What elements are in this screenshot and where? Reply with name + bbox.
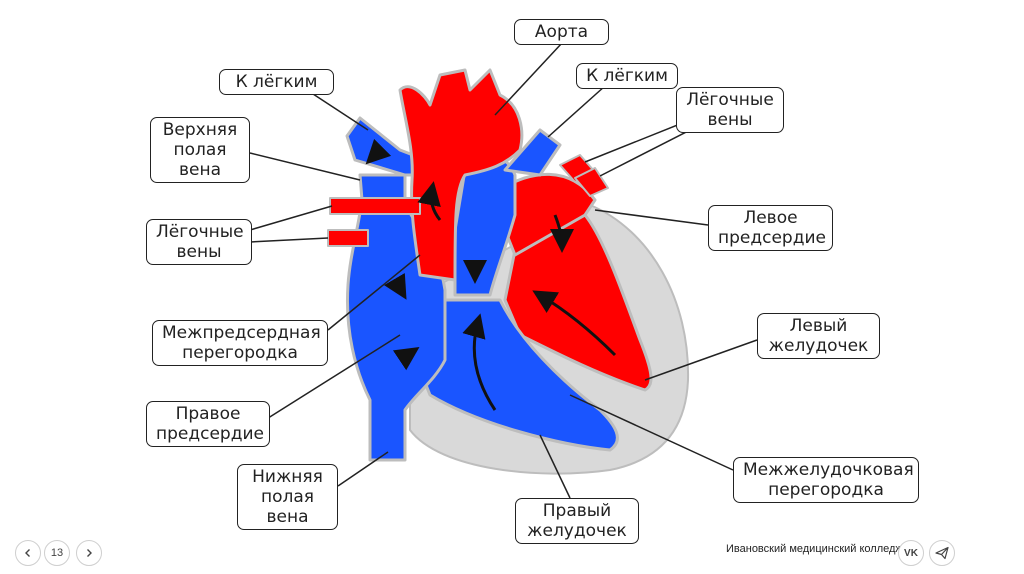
label-pulmonary-veins-right: Лёгочные вены — [676, 87, 784, 133]
prev-slide-button[interactable] — [15, 540, 41, 566]
leader-svc — [249, 152, 361, 181]
label-to-lungs-left: К лёгким — [219, 69, 334, 95]
telegram-share-button[interactable] — [929, 540, 955, 566]
pulmonary-vein-left-upper — [329, 197, 421, 215]
leader-to-lungs-left — [309, 91, 369, 131]
label-inferior-vena-cava: Нижняя полая вена — [237, 464, 338, 530]
leader-pulm-veins-left-1 — [249, 205, 333, 231]
vk-share-button[interactable]: VK — [898, 540, 924, 566]
flow-arrow-left-ventricle — [532, 290, 617, 357]
label-left-atrium: Левое предсердие — [708, 205, 833, 251]
label-to-lungs-right: К лёгким — [576, 63, 678, 89]
leader-interventricular — [569, 394, 734, 471]
label-right-ventricle: Правый желудочек — [515, 498, 639, 544]
leader-right-ventricle — [539, 434, 571, 499]
leader-to-lungs-right — [547, 85, 606, 138]
page-number: 13 — [44, 540, 70, 566]
leader-left-ventricle — [644, 339, 758, 381]
pulmonary-vein-right-lower — [574, 167, 609, 197]
label-interatrial-septum: Межпредсердная перегородка — [152, 320, 328, 366]
flow-arrow-right-atrium — [384, 272, 407, 300]
pulmonary-vein-left-lower — [327, 229, 369, 247]
leader-right-atrium — [264, 334, 401, 421]
leader-pulm-veins-right-2 — [599, 124, 701, 177]
label-interventricular-septum: Межжелудочковая перегородка — [733, 457, 919, 503]
leader-lines — [249, 42, 758, 499]
chevron-left-icon — [25, 549, 30, 557]
heart-illustration — [327, 68, 690, 475]
label-pulmonary-veins-left: Лёгочные вены — [146, 219, 252, 265]
flow-arrow-aorta — [417, 181, 442, 221]
label-right-atrium: Правое предсердие — [146, 401, 270, 447]
paper-plane-icon — [935, 546, 949, 560]
flow-arrow-svc — [365, 138, 392, 165]
chevron-right-icon — [87, 549, 92, 557]
vk-text: VK — [904, 547, 918, 559]
flow-arrow-right-ventricle — [462, 313, 497, 411]
label-left-ventricle: Левый желудочек — [757, 313, 880, 359]
leader-interatrial — [327, 254, 421, 331]
pulmonary-artery-right — [503, 128, 562, 177]
label-superior-vena-cava: Верхняя полая вена — [150, 117, 250, 183]
aorta-shape — [398, 68, 524, 282]
leader-aorta — [494, 42, 563, 116]
leader-ivc — [337, 451, 389, 487]
flow-arrow-left-atrium — [549, 214, 574, 253]
leader-left-atrium — [594, 209, 709, 226]
leader-pulm-veins-left-2 — [249, 237, 329, 243]
flow-arrow-ivc — [392, 347, 420, 371]
leader-pulm-veins-right-1 — [584, 119, 691, 163]
next-slide-button[interactable] — [76, 540, 102, 566]
label-aorta: Аорта — [514, 19, 609, 45]
page-number-text: 13 — [50, 547, 64, 559]
college-name: Ивановский медицинский колледж — [726, 543, 903, 555]
